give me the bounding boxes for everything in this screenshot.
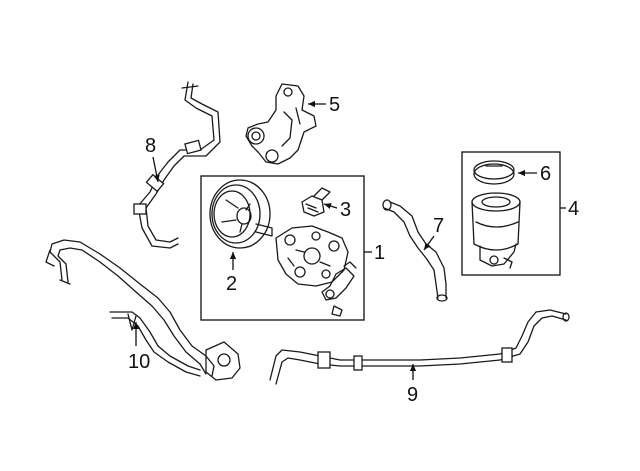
- fitting-icon: [181, 85, 199, 89]
- callout-2: 2: [226, 273, 237, 295]
- part-6-reservoir-cap[interactable]: [473, 160, 515, 185]
- hose-clamp-icon: [501, 347, 513, 363]
- hose-clamp-icon: [184, 139, 202, 155]
- callout-8-leader: [152, 156, 160, 183]
- reservoir-assembly-box: [461, 151, 561, 276]
- part-2-pulley[interactable]: [209, 179, 273, 249]
- hose-clamp-icon: [133, 203, 147, 215]
- callout-6: 6: [540, 163, 551, 185]
- callout-1: 1: [374, 242, 385, 264]
- hose-clamp-icon: [353, 355, 363, 371]
- callout-5: 5: [329, 94, 340, 116]
- callout-3-leader: [323, 203, 338, 210]
- reservoir-body[interactable]: [471, 192, 521, 269]
- part-9-return-line[interactable]: [269, 309, 570, 385]
- hose-clamp-icon: [317, 351, 331, 369]
- part-3-flow-valve[interactable]: [301, 187, 331, 217]
- hose-clamp-icon: [145, 173, 165, 193]
- callout-7-leader: [423, 235, 435, 251]
- clip-icon: [127, 313, 137, 331]
- pump-assembly-box: [200, 175, 365, 321]
- callout-9: 9: [407, 384, 418, 406]
- pump-body[interactable]: [275, 225, 357, 317]
- callout-3: 3: [340, 199, 351, 221]
- part-8-pressure-line[interactable]: [133, 81, 221, 249]
- callout-10: 10: [128, 351, 150, 373]
- callout-7: 7: [433, 215, 444, 237]
- callout-4: 4: [568, 198, 579, 220]
- part-5-bracket[interactable]: [245, 83, 317, 165]
- callout-8: 8: [145, 135, 156, 157]
